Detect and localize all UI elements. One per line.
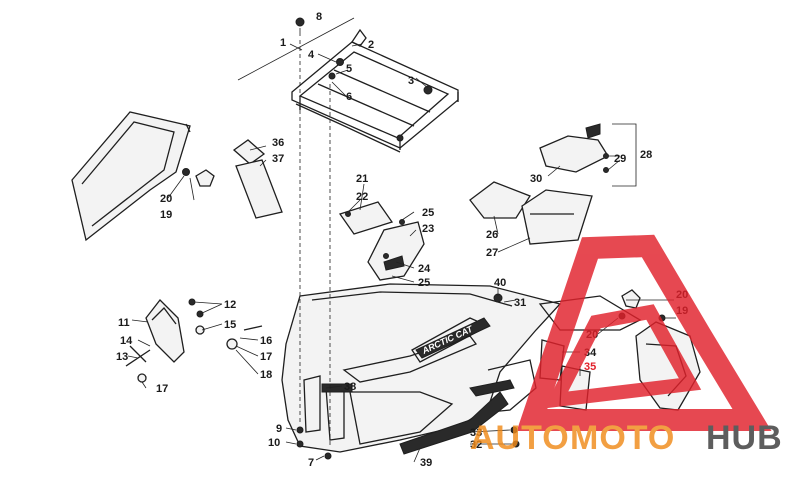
leader-lines	[127, 17, 676, 463]
callout-38: 38	[344, 381, 356, 393]
storage-lid-panel	[338, 201, 394, 235]
callout-28: 28	[640, 149, 652, 161]
callout-20-left: 20	[160, 193, 172, 205]
storage-bracket	[367, 221, 425, 281]
callout-40: 40	[494, 277, 506, 289]
callout-1: 1	[280, 37, 286, 49]
callout-18: 18	[260, 369, 272, 381]
panel-fasteners-left	[182, 168, 215, 187]
callout-39: 39	[420, 457, 432, 469]
headlight-hardware	[125, 298, 263, 383]
headlight-housing	[145, 299, 185, 363]
callout-6: 6	[346, 91, 352, 103]
grille-badge	[321, 383, 353, 393]
side-decal-graphic	[399, 379, 515, 455]
left-side-panel	[71, 111, 191, 242]
watermark-logo-icon	[516, 234, 772, 431]
callout-31: 31	[514, 297, 526, 309]
watermark-text-moto: MOTO	[570, 419, 675, 457]
callout-37: 37	[272, 153, 284, 165]
callout-36: 36	[272, 137, 284, 149]
callout-27: 27	[486, 247, 498, 259]
callout-15: 15	[224, 319, 236, 331]
watermark-text-hub: HUB	[706, 419, 783, 457]
callout-2: 2	[368, 39, 374, 51]
callout-7: 7	[308, 457, 314, 469]
callout-17-right: 17	[260, 351, 272, 363]
callout-17-left: 17	[156, 383, 168, 395]
front-rack	[291, 28, 459, 153]
callout-19-left: 19	[160, 209, 172, 221]
callout-35: 35	[584, 361, 596, 373]
callout-8: 8	[316, 11, 322, 23]
callout-30: 30	[530, 173, 542, 185]
callout-3: 3	[408, 75, 414, 87]
callout-16: 16	[260, 335, 272, 347]
rack-decal-strip	[232, 139, 283, 219]
callout-4: 4	[308, 49, 315, 61]
mounting-fasteners	[296, 211, 520, 460]
callout-32: 32	[470, 439, 482, 451]
callout-29: 29	[614, 153, 626, 165]
callout-23: 23	[422, 223, 434, 235]
callout-25-bottom: 25	[418, 277, 430, 289]
storage-tray	[469, 181, 593, 245]
callout-13: 13	[116, 351, 128, 363]
watermark-text-auto: AUTO	[470, 419, 570, 457]
callout-22: 22	[356, 191, 368, 203]
callout-33: 33	[470, 427, 482, 439]
storage-box-lid	[539, 123, 609, 173]
callout-10: 10	[268, 437, 280, 449]
callout-21: 21	[356, 173, 368, 185]
callout-14: 14	[120, 335, 133, 347]
callout-26: 26	[486, 229, 498, 241]
callout-24: 24	[418, 263, 431, 275]
rack-fasteners	[295, 17, 433, 142]
callout-12: 12	[224, 299, 236, 311]
callout-11: 11	[118, 317, 130, 329]
callout-9: 9	[276, 423, 282, 435]
watermark: AUTO MOTO HUB	[470, 234, 783, 457]
callout-25-top: 25	[422, 207, 434, 219]
callout-5: 5	[346, 63, 352, 75]
